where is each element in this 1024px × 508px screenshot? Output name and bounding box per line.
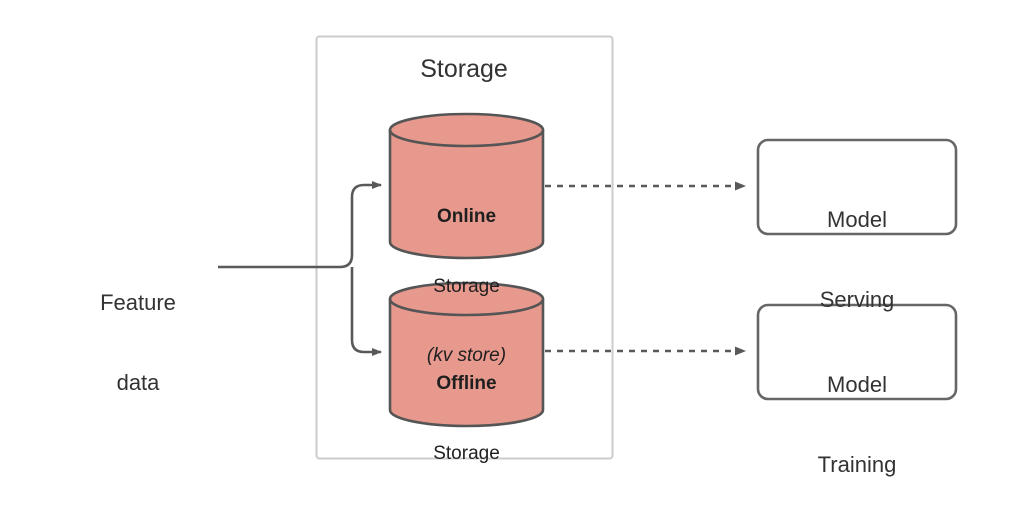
- offline-storage-cylinder[interactable]: [388, 281, 545, 428]
- edge-feature-data-to-online: [218, 181, 382, 269]
- storage-group-container: [315, 35, 614, 460]
- model-serving-box[interactable]: [756, 138, 958, 236]
- edge-feature-data-to-offline: [350, 266, 382, 356]
- online-storage-cylinder[interactable]: [388, 112, 545, 260]
- model-training-box[interactable]: [756, 303, 958, 401]
